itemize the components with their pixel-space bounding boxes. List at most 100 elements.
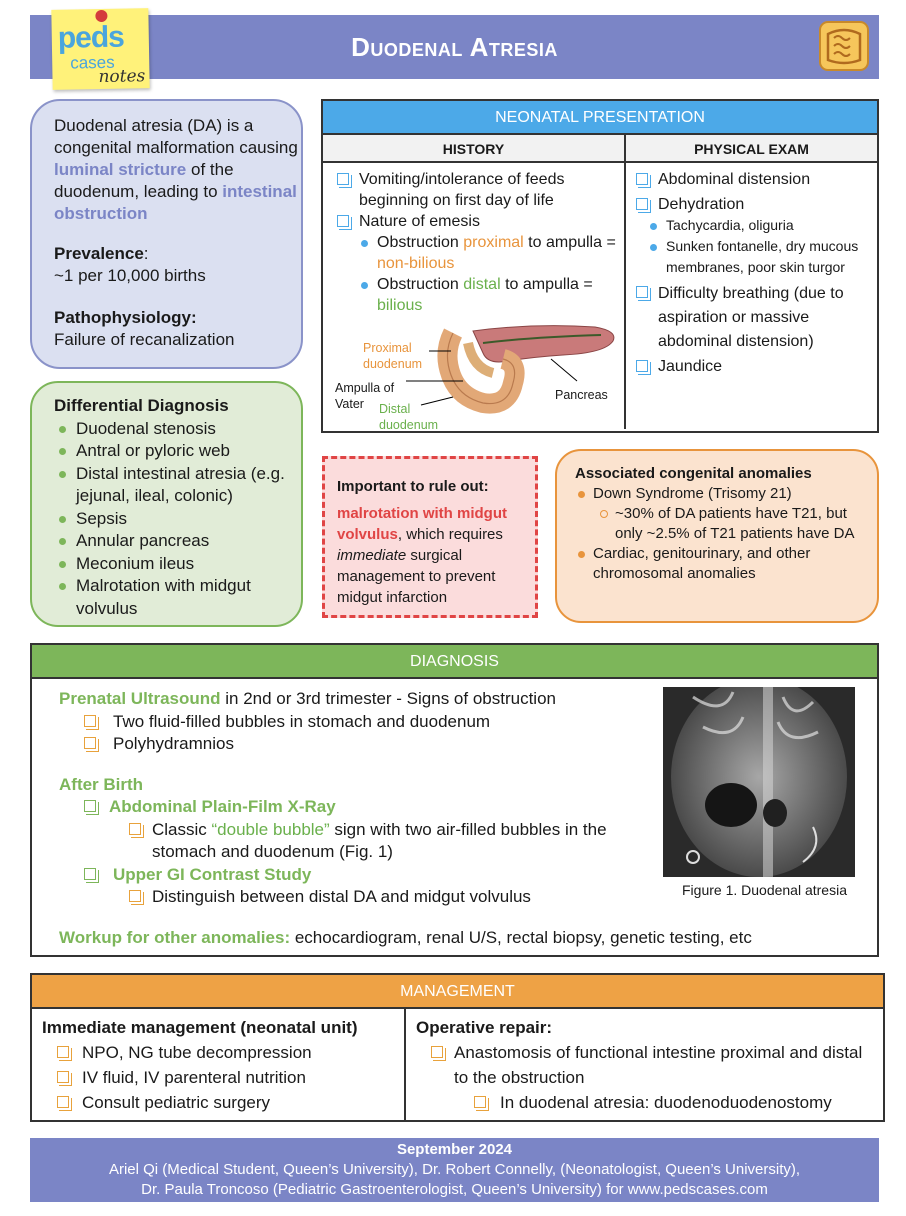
logo-notes: notes bbox=[98, 66, 146, 88]
definition-text: Duodenal atresia (DA) is a congenital ma… bbox=[54, 116, 298, 157]
exam-item: Jaundice bbox=[636, 356, 877, 377]
prenatal-ultrasound: Prenatal Ultrasound in 2nd or 3rd trimes… bbox=[59, 688, 877, 711]
footer-authors-line1: Ariel Qi (Medical Student, Queen’s Unive… bbox=[108, 1161, 801, 1178]
checkbox-icon bbox=[337, 173, 352, 188]
differential-item: Annular pancreas bbox=[54, 530, 301, 553]
management-section: MANAGEMENT Immediate management (neonata… bbox=[30, 973, 885, 1122]
pathophysiology: Pathophysiology: Failure of recanalizati… bbox=[54, 307, 301, 351]
operative-subitem-text: In duodenal atresia: duodenoduodenostomy bbox=[500, 1093, 832, 1112]
prenatal-item: Two fluid-filled bubbles in stomach and … bbox=[59, 711, 877, 734]
prevalence-label: Prevalence bbox=[54, 244, 144, 263]
history-item-text: Vomiting/intolerance of feeds beginning … bbox=[359, 171, 565, 209]
history-subitem: Obstruction distal to ampulla = bilious bbox=[359, 274, 624, 316]
rule-out-text-1: , which requires bbox=[397, 526, 503, 543]
intro-panel: Duodenal atresia (DA) is a congenital ma… bbox=[30, 99, 303, 369]
title-banner: Duodenal Atresia bbox=[30, 15, 879, 79]
associated-subitem: ~30% of DA patients have T21, but only ~… bbox=[575, 504, 877, 544]
checkbox-icon bbox=[57, 1096, 72, 1111]
xray-text-2: sign with two air-filled bubbles in the … bbox=[152, 819, 607, 862]
checkbox-icon bbox=[84, 800, 99, 815]
immediate-item-text: NPO, NG tube decompression bbox=[82, 1043, 312, 1062]
bilious-term: bilious bbox=[377, 297, 423, 314]
prevalence-value: ~1 per 10,000 births bbox=[54, 266, 206, 285]
pedscases-logo[interactable]: peds cases notes bbox=[51, 8, 150, 90]
operative-repair-column: Operative repair: Anastomosis of functio… bbox=[406, 1009, 883, 1120]
pancreas-label: Pancreas bbox=[555, 388, 608, 402]
differential-item: Duodenal stenosis bbox=[54, 418, 301, 441]
management-heading: MANAGEMENT bbox=[32, 975, 883, 1009]
subitem-text: to ampulla = bbox=[523, 234, 616, 251]
differential-diagnosis-panel: Differential Diagnosis Duodenal stenosis… bbox=[30, 381, 303, 627]
checkbox-icon bbox=[636, 360, 651, 375]
exam-subitem-text: Tachycardia, oliguria bbox=[666, 217, 794, 233]
xray-detail: Classic “double bubble” sign with two ai… bbox=[59, 819, 877, 864]
history-item-text: Nature of emesis bbox=[359, 213, 480, 230]
exam-subitem: Tachycardia, oliguria bbox=[648, 215, 877, 236]
diagnosis-section: DIAGNOSIS Prenatal Ultrasound in 2nd or … bbox=[30, 643, 879, 957]
intestinal-obstruction-term: intestinal obstruction bbox=[54, 182, 297, 223]
figure-caption: Figure 1. Duodenal atresia bbox=[682, 882, 847, 898]
history-item: Nature of emesis bbox=[337, 211, 624, 232]
subitem-text: to ampulla = bbox=[500, 276, 593, 293]
prevalence: Prevalence: ~1 per 10,000 births bbox=[54, 243, 301, 287]
exam-column: Abdominal distension Dehydration Tachyca… bbox=[626, 163, 877, 429]
operative-title: Operative repair: bbox=[416, 1018, 553, 1037]
prevalence-colon: : bbox=[143, 244, 149, 263]
rule-out-text: malrotation with midgut volvulus, which … bbox=[337, 503, 535, 608]
footer-date: September 2024 bbox=[396, 1141, 513, 1158]
checkbox-icon bbox=[129, 890, 144, 905]
xray-item: Abdominal Plain-Film X-Ray bbox=[59, 796, 877, 819]
checkbox-icon bbox=[636, 173, 651, 188]
associated-title: Associated congenital anomalies bbox=[575, 465, 812, 482]
immediate-item-text: IV fluid, IV parenteral nutrition bbox=[82, 1068, 306, 1087]
workup: Workup for other anomalies: echocardiogr… bbox=[59, 927, 877, 950]
page-title: Duodenal Atresia bbox=[351, 32, 558, 62]
immediate-title: Immediate management (neonatal unit) bbox=[42, 1018, 358, 1037]
checkbox-icon bbox=[431, 1046, 446, 1061]
distal-duodenum-label: Distal duodenum bbox=[379, 402, 439, 432]
exam-item-text: Abdominal distension bbox=[658, 171, 811, 188]
definition: Duodenal atresia (DA) is a congenital ma… bbox=[54, 115, 301, 225]
checkbox-icon bbox=[337, 215, 352, 230]
duodenum-pancreas-illustration bbox=[406, 325, 615, 414]
proximal-duodenum-label: Proximal duodenum bbox=[363, 341, 423, 371]
intestine-icon bbox=[819, 21, 869, 71]
differential-item: Malrotation with midgut volvulus bbox=[54, 575, 301, 620]
history-item: Vomiting/intolerance of feeds beginning … bbox=[337, 169, 624, 211]
checkbox-icon bbox=[84, 867, 99, 883]
logo-peds: peds bbox=[57, 20, 125, 55]
checkbox-icon bbox=[636, 286, 651, 301]
differential-item: Sepsis bbox=[54, 508, 301, 531]
exam-subitem: Sunken fontanelle, dry mucous membranes,… bbox=[648, 236, 877, 278]
distal-term: distal bbox=[463, 276, 501, 293]
footer: September 2024 Ariel Qi (Medical Student… bbox=[30, 1138, 879, 1202]
exam-subitem-text: Sunken fontanelle, dry mucous membranes,… bbox=[666, 238, 859, 275]
column-headers: HISTORY PHYSICAL EXAM bbox=[323, 135, 877, 163]
ampulla-label: Ampulla of Vater bbox=[335, 381, 395, 411]
immediate-item: NPO, NG tube decompression bbox=[42, 1040, 404, 1065]
ugi-label: Upper GI Contrast Study bbox=[113, 864, 312, 884]
rule-out-title: Important to rule out: bbox=[337, 478, 489, 495]
rule-out-panel: Important to rule out: malrotation with … bbox=[322, 456, 538, 618]
checkbox-icon bbox=[84, 737, 99, 752]
checkbox-icon bbox=[84, 714, 99, 730]
luminal-stricture-term: luminal stricture bbox=[54, 160, 187, 179]
proximal-term: proximal bbox=[463, 234, 524, 251]
differential-item: Distal intestinal atresia (e.g. jejunal,… bbox=[54, 463, 301, 508]
exam-item-text: Dehydration bbox=[658, 196, 745, 213]
rule-out-text-2: surgical management to prevent midgut in… bbox=[337, 547, 496, 606]
checkbox-icon bbox=[129, 822, 144, 838]
associated-item: Cardiac, genitourinary, and other chromo… bbox=[575, 544, 877, 584]
history-subitem: Obstruction proximal to ampulla = non-bi… bbox=[359, 232, 624, 274]
operative-subitem: In duodenal atresia: duodenoduodenostomy bbox=[416, 1090, 883, 1115]
footer-authors-line2: Dr. Paula Troncoso (Pediatric Gastroente… bbox=[141, 1181, 768, 1198]
xray-text: Classic bbox=[152, 819, 212, 839]
history-header: HISTORY bbox=[323, 135, 626, 161]
non-bilious-term: non-bilious bbox=[377, 255, 455, 272]
ugi-detail: Distinguish between distal DA and midgut… bbox=[59, 886, 877, 909]
checkbox-icon bbox=[474, 1096, 489, 1111]
associated-item: Down Syndrome (Trisomy 21) bbox=[575, 484, 877, 504]
exam-item: Dehydration bbox=[636, 194, 877, 215]
xray-illustration bbox=[663, 687, 855, 877]
exam-item: Abdominal distension bbox=[636, 169, 877, 190]
